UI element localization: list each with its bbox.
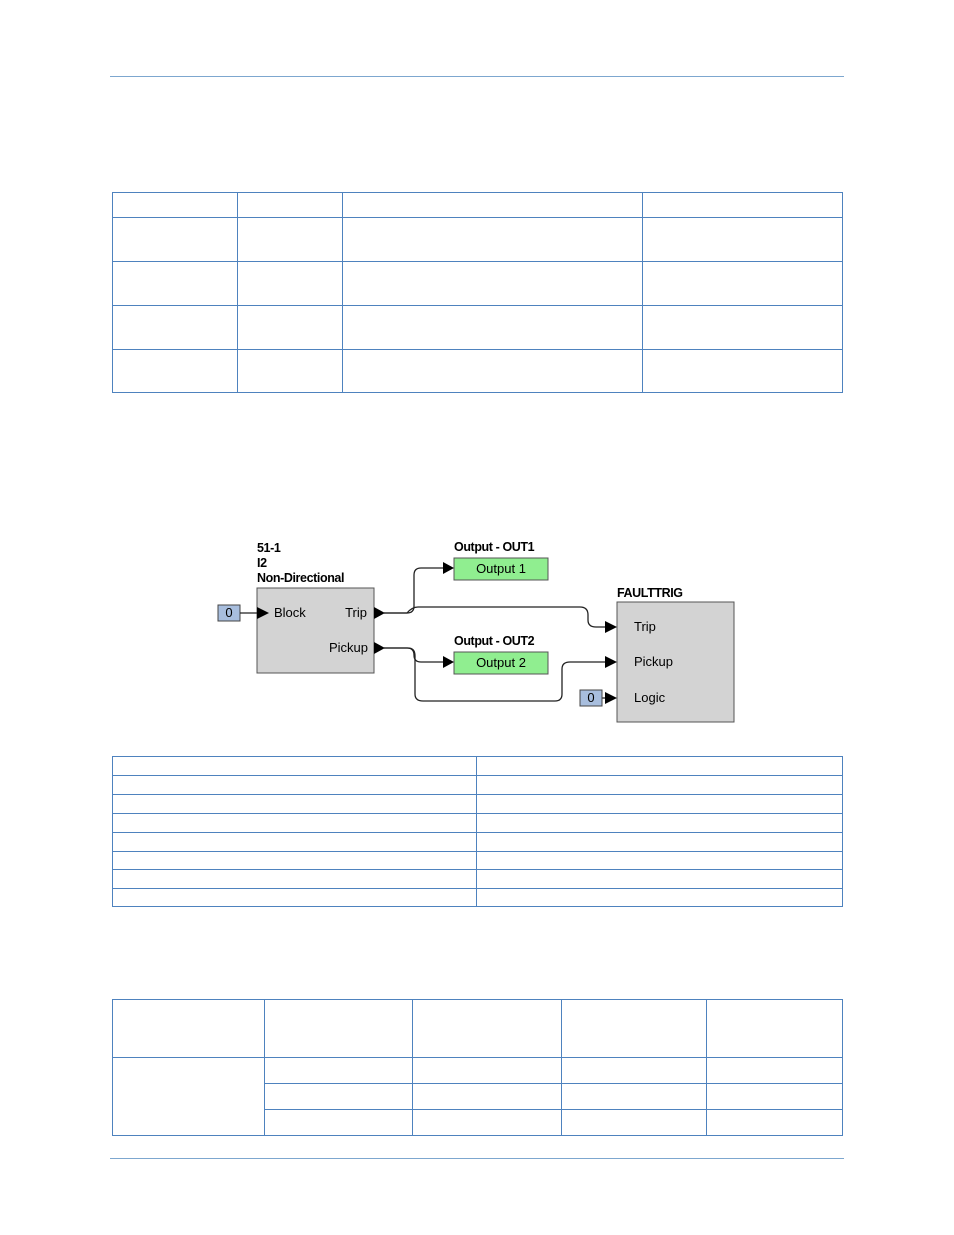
table-row bbox=[112, 869, 843, 889]
out1-input-arrow bbox=[443, 562, 454, 574]
block-input-arrow bbox=[257, 607, 269, 619]
faulttrig-block[interactable] bbox=[616, 601, 735, 723]
faulttrig-trip-arrow bbox=[605, 621, 617, 633]
block-51[interactable] bbox=[256, 587, 375, 674]
settings-table-1 bbox=[112, 192, 843, 393]
settings-table-2 bbox=[112, 756, 843, 907]
block-51-title-3: Non-Directional bbox=[257, 571, 344, 585]
out2-input-arrow bbox=[443, 656, 454, 668]
table-row bbox=[112, 305, 843, 350]
table-row bbox=[113, 1109, 843, 1136]
out2-box[interactable] bbox=[453, 651, 549, 675]
block-input-value: 0 bbox=[225, 605, 232, 620]
logic-input-value: 0 bbox=[587, 690, 594, 705]
block-51-output-trip: Trip bbox=[345, 605, 367, 620]
faulttrig-title: FAULTTRIG bbox=[617, 586, 683, 600]
out1-header: Output - OUT1 bbox=[454, 540, 535, 554]
block-51-title-1: 51-1 bbox=[257, 541, 281, 555]
faulttrig-logic-arrow bbox=[605, 692, 617, 704]
table-row bbox=[112, 888, 843, 907]
out2-header: Output - OUT2 bbox=[454, 634, 535, 648]
logic-input-value-box[interactable] bbox=[579, 689, 603, 707]
faulttrig-input-pickup: Pickup bbox=[634, 654, 673, 669]
table-row bbox=[112, 813, 843, 833]
faulttrig-input-logic: Logic bbox=[634, 690, 666, 705]
logic-diagram: 51-1 I2 Non-Directional Block Trip Picku… bbox=[217, 540, 735, 723]
faulttrig-input-trip: Trip bbox=[634, 619, 656, 634]
table-header-row bbox=[112, 192, 843, 218]
footer-rule bbox=[110, 1158, 844, 1159]
table-row bbox=[112, 851, 843, 870]
pickup-output-arrow bbox=[374, 642, 385, 654]
table-row bbox=[112, 794, 843, 814]
table-header-row bbox=[112, 756, 843, 776]
table-row bbox=[112, 261, 843, 306]
out2-label: Output 2 bbox=[476, 655, 526, 670]
trip-output-arrow bbox=[374, 607, 385, 619]
table-row bbox=[112, 832, 843, 852]
table-row bbox=[112, 775, 843, 795]
wire-trip-to-out1 bbox=[384, 567, 444, 614]
table-row bbox=[112, 349, 843, 393]
settings-table-3 bbox=[112, 999, 843, 1136]
faulttrig-pickup-arrow bbox=[605, 656, 617, 668]
table-row bbox=[112, 1057, 843, 1136]
out1-box[interactable] bbox=[453, 557, 549, 581]
table-row bbox=[113, 1083, 843, 1110]
out1-label: Output 1 bbox=[476, 561, 526, 576]
wire-trip-to-faulttrig bbox=[384, 606, 606, 628]
header-rule bbox=[110, 76, 844, 77]
table-header-row bbox=[112, 999, 843, 1058]
wire-pickup-to-faulttrig bbox=[384, 647, 606, 702]
table-row bbox=[112, 217, 843, 262]
block-51-input-block: Block bbox=[274, 605, 306, 620]
block-51-title-2: I2 bbox=[257, 556, 267, 570]
block-51-output-pickup: Pickup bbox=[329, 640, 368, 655]
